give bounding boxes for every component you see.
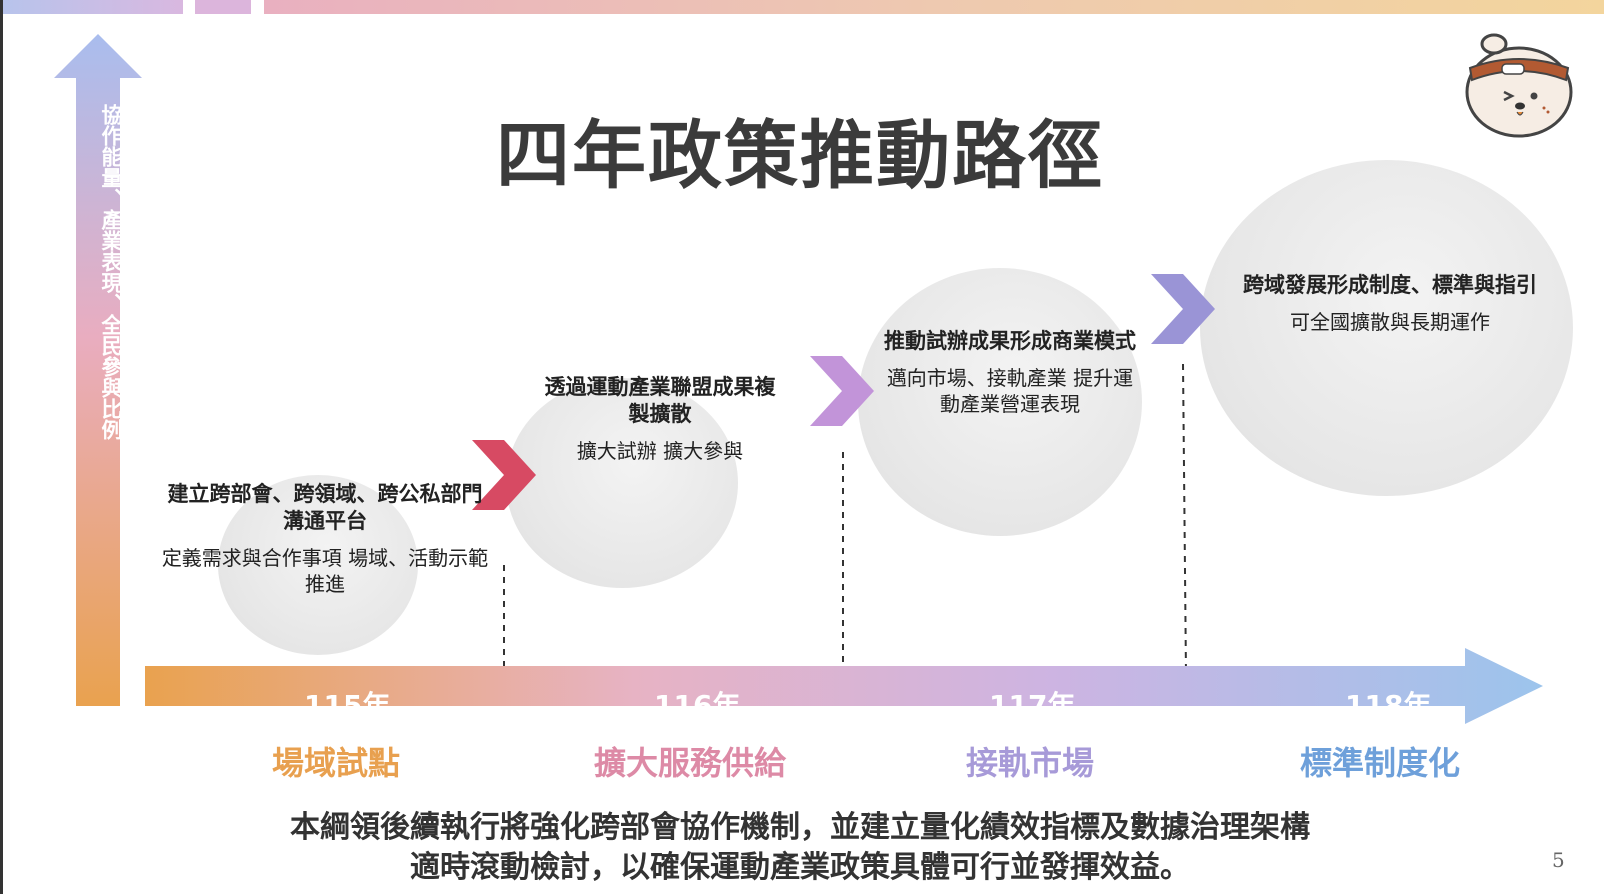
up-arrow-icon [54,34,142,706]
chevron-right-icon [1151,274,1215,344]
right-arrow-icon [145,648,1543,724]
year-label: 118年 [1345,689,1432,722]
stage-detail: 定義需求與合作事項 場域、活動示範推進 [161,546,489,596]
summary-line: 適時滾動檢討，以確保運動產業政策具體可行並發揮效益。 [410,850,1190,885]
phase-label: 接軌市場 [966,744,1095,782]
stage-3-text: 推動試辦成果形成商業模式 邁向市場、接軌產業 提升運動產業營運表現 [880,328,1140,417]
stage-circle [218,475,418,655]
chevron-right-icon [810,356,874,426]
stage-circle [506,378,738,588]
mascot-bear-icon [1465,33,1573,138]
top-accent-bar [0,0,183,14]
phase-label: 標準制度化 [1300,744,1461,782]
page-number: 5 [1552,848,1565,872]
page-title: 四年政策推動路徑 [496,113,1104,199]
year-label: 115年 [304,689,391,722]
chevron-right-icon [472,440,536,510]
year-label: 116年 [654,689,741,722]
stage-4-text: 跨域發展形成制度、標準與指引 可全國擴散與長期運作 [1230,272,1550,335]
top-accent-bar [195,0,251,14]
slide-edge [0,0,3,894]
phase-label: 擴大服務供給 [594,744,787,782]
stage-heading: 跨域發展形成制度、標準與指引 [1243,273,1537,297]
stage-circle [1200,160,1573,496]
top-accent-bar [264,0,1604,14]
stage-detail: 邁向市場、接軌產業 提升運動產業營運表現 [886,366,1134,416]
phase-label: 場域試點 [272,744,401,782]
stage-heading: 建立跨部會、跨領域、跨公私部門溝通平台 [167,482,483,533]
stage-heading: 透過運動產業聯盟成果複製擴散 [544,375,776,426]
stage-heading: 推動試辦成果形成商業模式 [884,329,1136,353]
stage-detail: 可全國擴散與長期運作 [1290,310,1490,334]
year-label: 117年 [989,689,1076,722]
stage-1-text: 建立跨部會、跨領域、跨公私部門溝通平台 定義需求與合作事項 場域、活動示範推進 [160,481,490,597]
stage-detail: 擴大試辦 擴大參與 [576,439,744,463]
stage-circle [858,268,1142,536]
stage-2-text: 透過運動產業聯盟成果複製擴散 擴大試辦 擴大參與 [540,374,780,464]
summary-line: 本綱領後續執行將強化跨部會協作機制，並建立量化績效指標及數據治理架構 [290,810,1310,845]
vertical-axis-label: 協作能量、產業表現、全民參與比例 [99,104,123,440]
